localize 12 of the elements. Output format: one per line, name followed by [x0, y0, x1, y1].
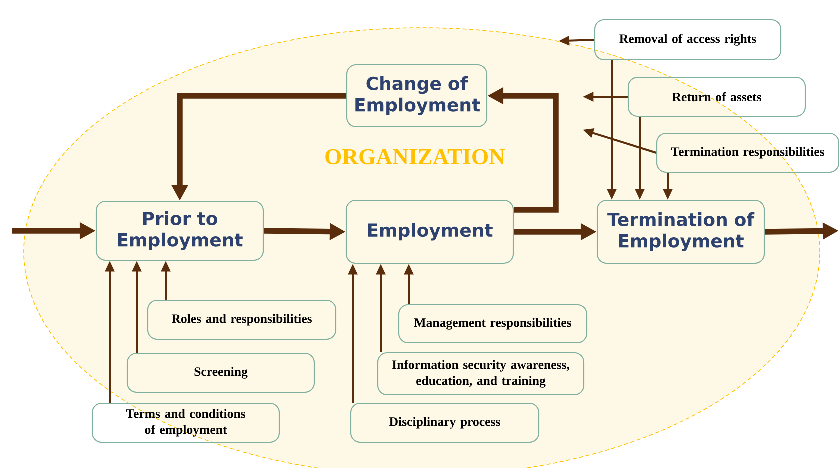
process-box: Termination responsibilities — [656, 132, 839, 174]
process-box: Screening — [126, 352, 316, 394]
process-box: Management responsibilities — [398, 304, 588, 344]
stage-box: Prior to Employment — [96, 200, 264, 262]
process-box: Roles and responsibilities — [147, 300, 337, 340]
process-box: Return of assets — [628, 76, 806, 118]
process-box: Disciplinary process — [350, 402, 540, 444]
stage-box: Termination of Employment — [596, 200, 766, 264]
stage-box: Change of Employment — [346, 64, 488, 128]
stage-box: Employment — [346, 200, 514, 264]
process-box: Information security awareness, education, and training — [377, 352, 585, 396]
process-box: Removal of access rights — [594, 19, 782, 61]
